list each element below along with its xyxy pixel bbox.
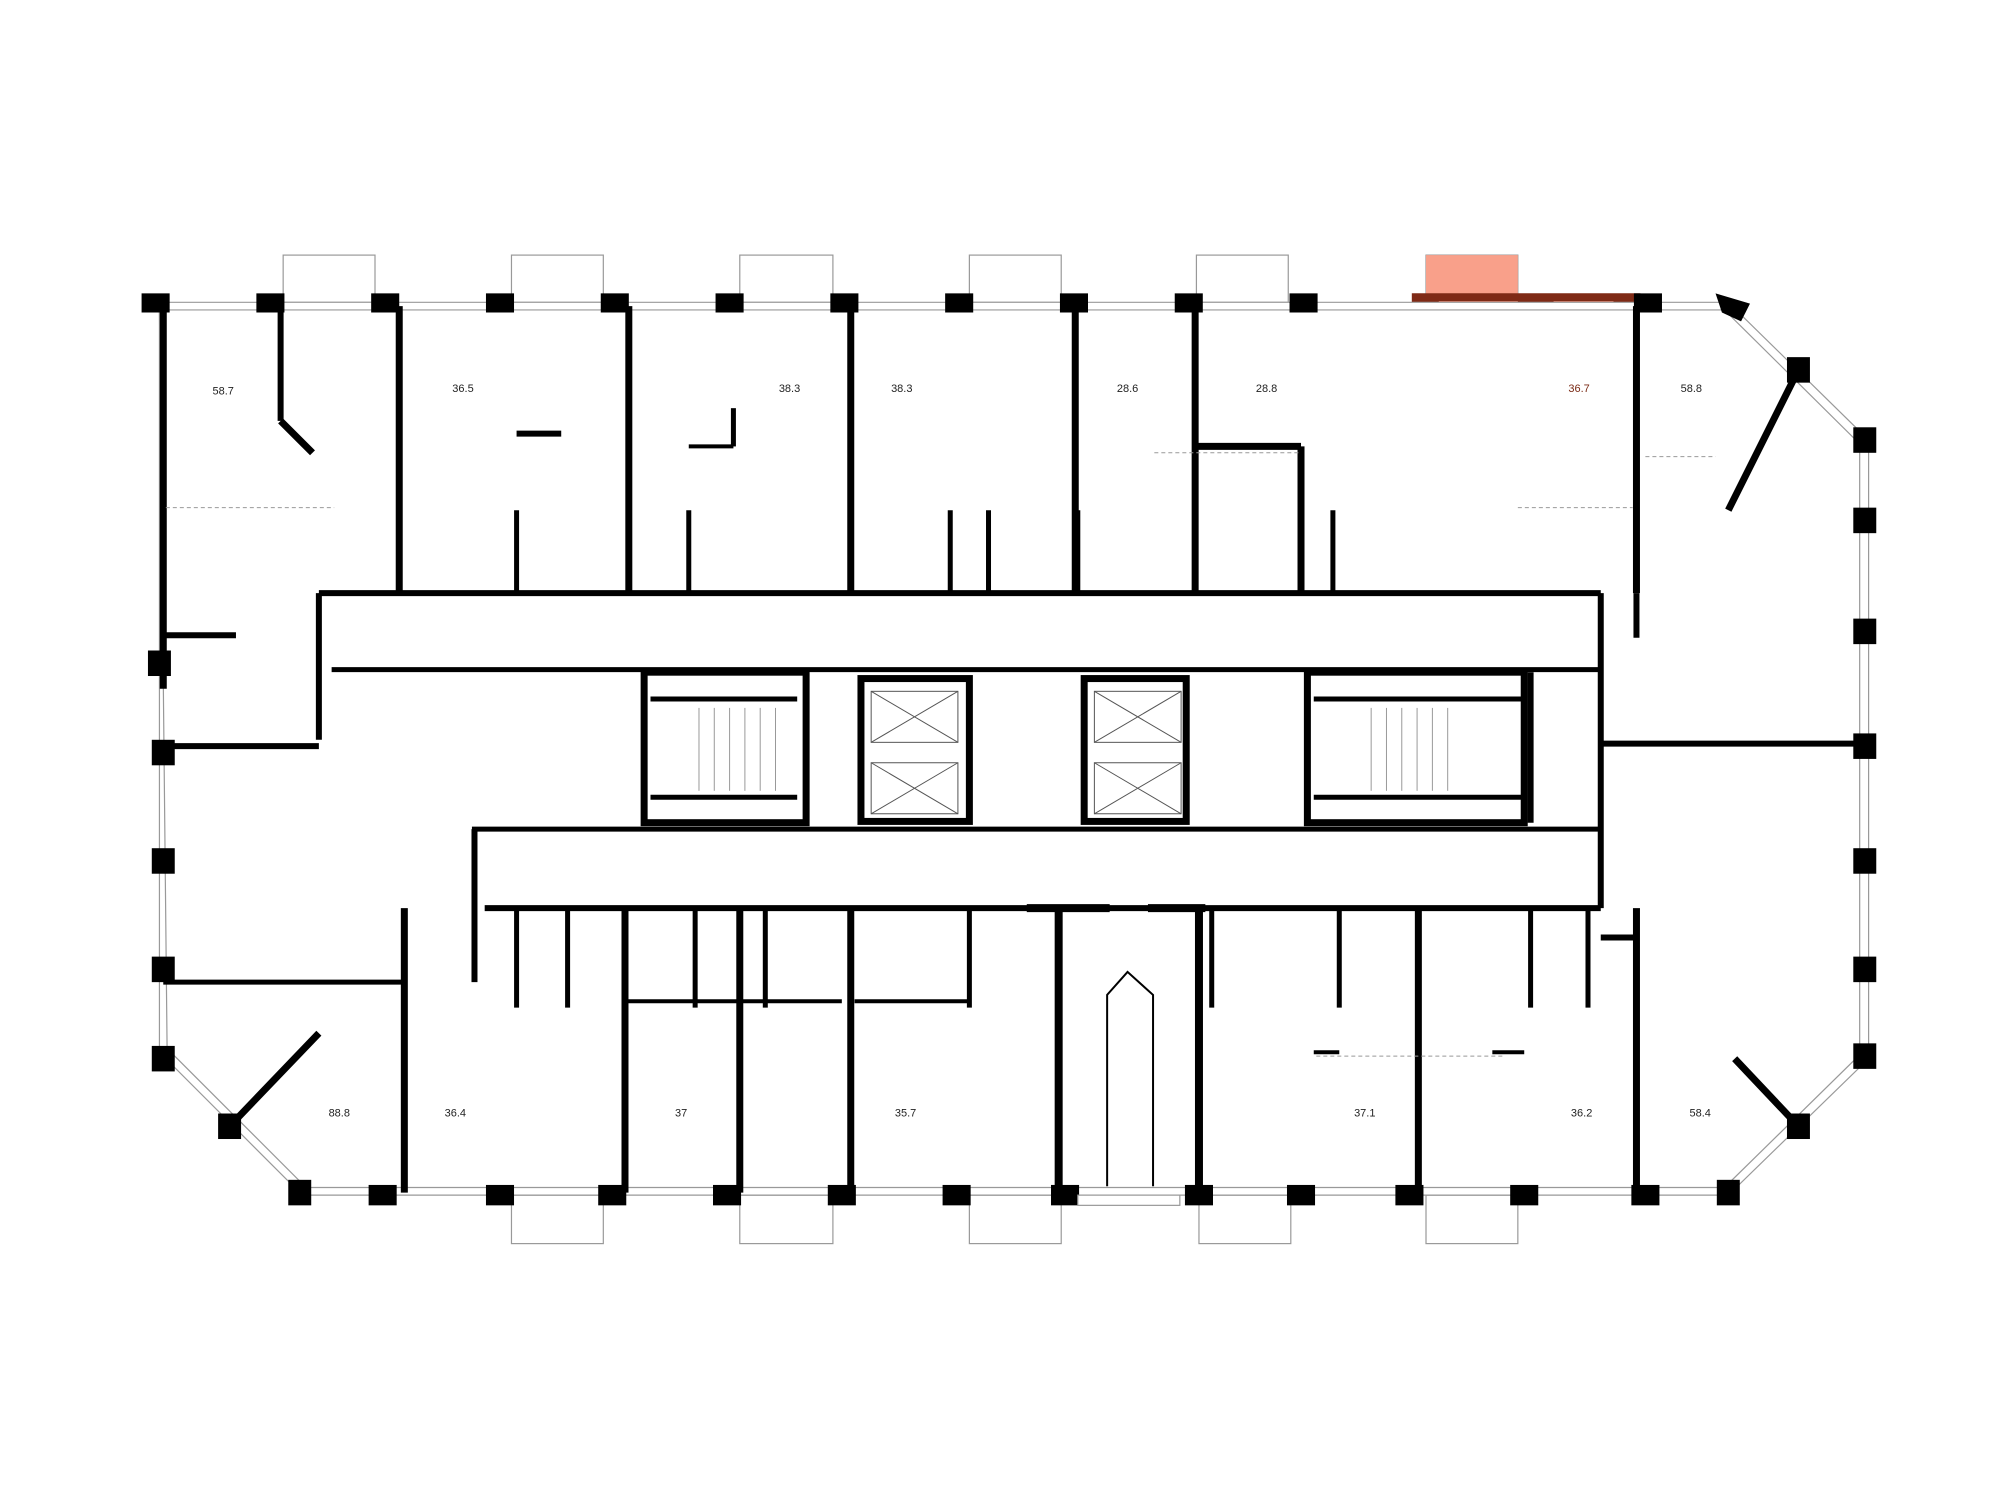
unit-area-label[interactable]: 38.3	[779, 383, 800, 395]
unit-area-label[interactable]: 28.6	[1117, 383, 1138, 395]
balcony	[1425, 1194, 1519, 1245]
balcony	[739, 1194, 834, 1245]
wall	[1732, 1056, 1802, 1129]
column	[1853, 848, 1877, 874]
column	[1853, 507, 1877, 534]
column	[1716, 1179, 1740, 1206]
elevator-shaft	[857, 675, 973, 825]
walls	[141, 293, 1877, 1206]
balcony	[1198, 1194, 1292, 1245]
balcony	[510, 254, 604, 303]
wall	[1725, 368, 1802, 512]
column	[1184, 1184, 1214, 1206]
column	[368, 1184, 397, 1206]
unit-area-label[interactable]: 36.4	[445, 1107, 466, 1119]
column	[1715, 293, 1750, 322]
column	[151, 848, 175, 874]
column	[151, 1045, 175, 1072]
column	[1289, 293, 1318, 313]
column	[1633, 293, 1662, 313]
balcony	[968, 254, 1062, 303]
column	[147, 650, 171, 677]
elevator-cross-icon	[1094, 690, 1182, 743]
column	[945, 293, 974, 313]
column	[485, 293, 515, 313]
column	[1853, 427, 1877, 453]
unit-area-label[interactable]: 38.3	[891, 383, 912, 395]
column	[256, 293, 285, 313]
column	[713, 1184, 742, 1206]
elevator-shaft	[1080, 675, 1190, 825]
column	[1853, 618, 1877, 645]
inner-window-line	[158, 309, 1861, 1189]
entrance-grate	[1077, 1194, 1181, 1206]
column	[485, 1184, 515, 1206]
wall	[278, 418, 315, 456]
column	[1059, 293, 1089, 313]
unit-area-label[interactable]: 88.8	[329, 1107, 350, 1119]
stairwell	[640, 668, 810, 827]
unit-area-label[interactable]: 37.1	[1354, 1107, 1375, 1119]
unit-area-label[interactable]: 28.8	[1256, 383, 1277, 395]
column	[1853, 1043, 1877, 1069]
windows	[158, 301, 1870, 1196]
unit-area-label[interactable]: 36.7	[1568, 383, 1589, 395]
column	[151, 956, 175, 983]
balcony	[1195, 254, 1289, 303]
unit-area-label[interactable]: 35.7	[895, 1107, 916, 1119]
unit-area-label[interactable]: 58.4	[1690, 1107, 1711, 1119]
unit-area-label[interactable]: 36.2	[1571, 1107, 1592, 1119]
stairwell	[1303, 668, 1528, 827]
column	[288, 1179, 312, 1206]
apartment-units: 58.7 36.5 38.3 38.3 28.6 28.8 36.7 58.8 88.8 36.4…	[213, 383, 1711, 1119]
balcony	[282, 254, 376, 303]
column	[598, 1184, 627, 1206]
column	[1853, 956, 1877, 983]
elevator-cross-icon	[870, 690, 959, 743]
balcony	[739, 254, 834, 303]
column	[715, 293, 744, 313]
column	[1286, 1184, 1316, 1206]
unit-area-label[interactable]: 37	[675, 1107, 687, 1119]
balcony	[510, 1194, 604, 1245]
elevator-cross-icon	[870, 762, 959, 815]
stair-arch	[1106, 970, 1155, 1187]
column	[942, 1184, 971, 1206]
balcony	[968, 1194, 1062, 1245]
elevator-cross-icon	[1094, 762, 1182, 815]
column	[371, 293, 400, 313]
building-core	[640, 668, 1528, 1206]
unit-area-label[interactable]: 58.7	[213, 385, 234, 397]
unit-area-label[interactable]: 36.5	[452, 383, 473, 395]
unit-area-label[interactable]: 58.8	[1681, 383, 1702, 395]
column	[600, 293, 629, 313]
column	[1510, 1184, 1539, 1206]
wall	[227, 1030, 322, 1129]
